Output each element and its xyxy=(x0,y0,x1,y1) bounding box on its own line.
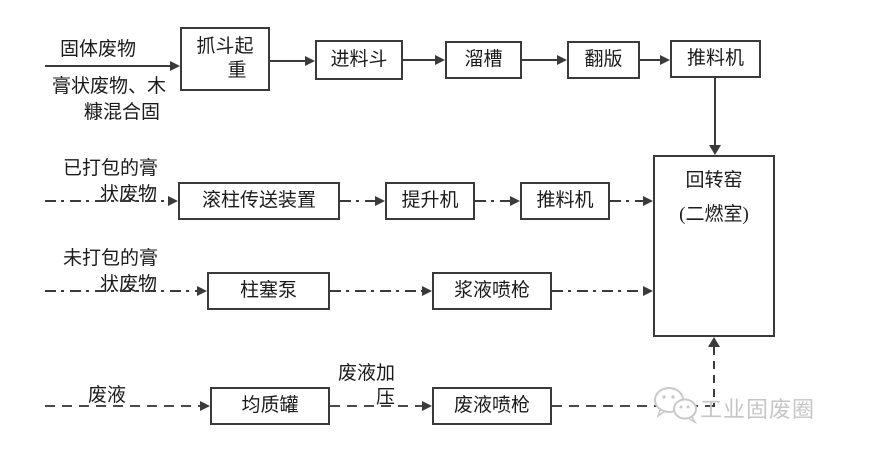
node-waste-liquid-spray-gun-text: 废液喷枪 xyxy=(453,395,530,416)
arrowhead-right-icon xyxy=(197,286,207,296)
node-roller-conveyor: 滚柱传送装置 xyxy=(178,182,340,220)
arrowhead-right-icon xyxy=(435,55,445,65)
pressurize-label-line1: 废液加 xyxy=(338,363,396,384)
arrowhead-right-icon xyxy=(305,56,315,66)
node-homogenizing-tank-text: 均质罐 xyxy=(241,395,299,416)
arrowhead-down-icon xyxy=(709,145,721,155)
node-pusher-2: 推料机 xyxy=(520,182,610,220)
node-pusher-2-text: 推料机 xyxy=(536,190,594,211)
arrowhead-right-icon xyxy=(643,286,653,296)
waste-liquid-label: 废液 xyxy=(88,385,127,406)
node-grab-crane: 抓斗起 重 xyxy=(180,27,270,91)
wechat-icon xyxy=(652,386,700,431)
arrowhead-right-icon xyxy=(510,196,520,206)
flow-line-roller-to-elevator xyxy=(340,200,375,202)
arrowhead-right-icon xyxy=(200,401,210,411)
flow-line-elevator-to-pusher xyxy=(475,200,510,202)
node-plunger-pump-text: 柱塞泵 xyxy=(239,280,297,301)
node-roller-conveyor-text: 滚柱传送装置 xyxy=(201,190,316,211)
unpackaged-paste-label-line2: 状废物 xyxy=(100,274,158,295)
node-rotary-kiln: 回转窑 (二燃室) xyxy=(653,155,775,337)
flow-line-flip-to-pusher xyxy=(640,59,660,61)
paste-wood-label-line2: 糠混合固 xyxy=(84,102,161,123)
solid-waste-label: 固体废物 xyxy=(60,39,137,60)
flow-line-gun-to-corner xyxy=(552,405,715,407)
packaged-paste-label-line1: 已打包的膏 xyxy=(63,158,159,179)
node-rotary-kiln-text-line1: 回转窑 xyxy=(685,170,743,191)
node-chute-text: 溜槽 xyxy=(464,49,503,70)
arrowhead-right-icon xyxy=(557,55,567,65)
flow-line-pump-to-slurrygun xyxy=(330,290,422,292)
node-homogenizing-tank: 均质罐 xyxy=(210,387,330,425)
node-feed-hopper: 进料斗 xyxy=(315,40,403,80)
flow-line-chute-to-flip xyxy=(522,59,557,61)
flow-line-wasteliquid-input xyxy=(45,405,200,407)
node-rotary-kiln-text-line2: (二燃室) xyxy=(679,204,749,225)
flow-line-tank-to-gun xyxy=(330,405,422,407)
packaged-paste-label-line2: 状废物 xyxy=(100,184,158,205)
arrowhead-right-icon xyxy=(170,61,180,71)
arrowhead-right-icon xyxy=(660,55,670,65)
node-plunger-pump: 柱塞泵 xyxy=(207,272,330,310)
node-waste-liquid-spray-gun: 废液喷枪 xyxy=(432,387,552,425)
node-slurry-spray-gun-text: 浆液喷枪 xyxy=(453,280,530,301)
pressurize-label-line2: 压 xyxy=(376,387,396,408)
arrowhead-right-icon xyxy=(422,286,432,296)
node-slurry-spray-gun: 浆液喷枪 xyxy=(432,272,552,310)
arrowhead-up-icon xyxy=(708,337,720,347)
node-pusher-1-text: 推料机 xyxy=(686,48,744,69)
node-grab-crane-text-line1: 抓斗起 xyxy=(196,36,254,57)
node-flip-plate-text: 翻版 xyxy=(584,49,623,70)
paste-wood-label-line1: 膏状废物、木 xyxy=(52,76,167,97)
flow-line-packaged-input xyxy=(45,200,168,202)
arrowhead-right-icon xyxy=(643,196,653,206)
node-chute: 溜槽 xyxy=(445,41,522,79)
node-elevator: 提升机 xyxy=(385,182,475,220)
node-grab-crane-text-line2: 重 xyxy=(227,60,247,81)
flow-line-slurrygun-to-kiln xyxy=(552,290,643,292)
flow-line-grab-to-hopper xyxy=(270,60,305,62)
arrowhead-right-icon xyxy=(168,196,178,206)
arrowhead-right-icon xyxy=(375,196,385,206)
flow-line-hopper-to-chute xyxy=(403,59,435,61)
watermark-text: 工业固废圈 xyxy=(700,397,816,422)
node-pusher-1: 推料机 xyxy=(670,40,761,78)
flow-line-pusher2-to-kiln xyxy=(610,200,643,202)
flow-line-unpackaged-input xyxy=(45,290,197,292)
node-flip-plate: 翻版 xyxy=(567,41,640,79)
arrowhead-right-icon xyxy=(422,401,432,411)
flow-line-corner-to-kiln xyxy=(713,347,715,407)
flow-line-solid-input xyxy=(45,65,170,67)
node-feed-hopper-text: 进料斗 xyxy=(330,49,388,70)
node-elevator-text: 提升机 xyxy=(401,190,459,211)
unpackaged-paste-label-line1: 未打包的膏 xyxy=(63,248,159,269)
flow-line-pusher-to-kiln xyxy=(714,78,716,145)
